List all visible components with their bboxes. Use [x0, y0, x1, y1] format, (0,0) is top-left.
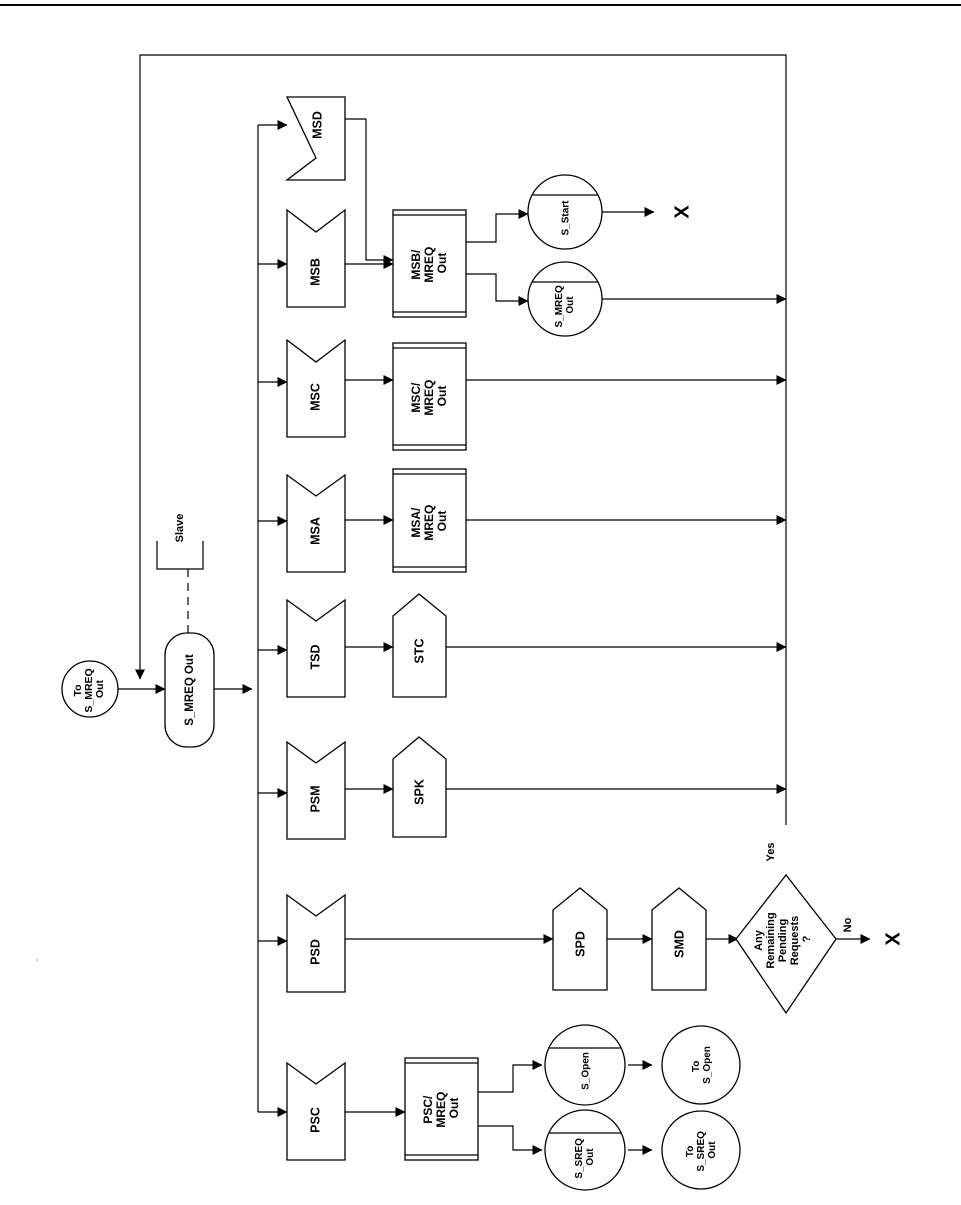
svg-text:To S_SREQ Out: To S_SREQ Out: [685, 1128, 718, 1171]
input-psc: PSC: [286, 1061, 346, 1161]
output-spk: SPK: [392, 736, 447, 838]
input-msa: MSA: [286, 473, 346, 573]
comment-slave: Slave: [156, 514, 204, 570]
state-s-start: S_Start: [527, 174, 603, 250]
start-connector: To S_MREQ Out: [61, 660, 119, 718]
svg-text:STC: STC: [412, 639, 426, 664]
svg-text:Any Remaining Pend: Any Remaining Pending Requests ?: [753, 909, 813, 968]
terminator-x-bottom: X: [882, 932, 904, 946]
output-stc: STC: [392, 593, 447, 698]
decision-no-label: No: [842, 917, 854, 932]
input-msc: MSC: [286, 338, 346, 438]
svg-text:MSA: MSA: [308, 517, 322, 545]
output-spd: SPD: [552, 887, 608, 991]
input-msb: MSB: [286, 208, 346, 308]
svg-text:S_MREQ Out: S_MREQ Out: [184, 654, 196, 726]
svg-text:S_MREQ Out: S_MREQ Out: [554, 282, 576, 327]
state-s-open: S_Open: [544, 1024, 626, 1106]
output-smd: SMD: [651, 887, 707, 991]
connection-lines: [118, 54, 871, 1155]
svg-text:MSC/ MREQ Out: MSC/ MREQ Out: [409, 376, 449, 415]
svg-text:TSD: TSD: [308, 645, 322, 670]
svg-text:S_Open: S_Open: [581, 1052, 592, 1090]
input-psm: PSM: [286, 740, 346, 840]
connector-to-s-sreq-out: To S_SREQ Out: [661, 1110, 741, 1190]
state-s-mreq-out-next: S_MREQ Out: [527, 261, 603, 337]
task-msc-mreq-out: MSC/ MREQ Out: [392, 342, 467, 451]
input-psd: PSD: [286, 893, 346, 993]
task-msb-mreq-out: MSB/ MREQ Out: [392, 209, 467, 318]
svg-text:To S_MREQ Out: To S_MREQ Out: [72, 665, 106, 712]
svg-text:To S_Open: To S_Open: [691, 1046, 713, 1084]
svg-text:PSC: PSC: [308, 1107, 322, 1133]
svg-text:MSD: MSD: [310, 111, 324, 139]
connector-to-s-open: To S_Open: [661, 1025, 741, 1105]
svg-text:S_SREQ Out: S_SREQ Out: [574, 1135, 596, 1178]
state-s-sreq-out: S_SREQ Out: [544, 1109, 626, 1191]
terminator-x-top: X: [671, 205, 693, 219]
svg-text:Slave: Slave: [174, 514, 186, 543]
input-msd: MSD: [285, 96, 346, 181]
svg-text:PSD: PSD: [308, 939, 322, 965]
svg-text:PSC/ MREQ Out: PSC/ MREQ Out: [421, 1088, 461, 1127]
svg-text:SMD: SMD: [672, 930, 686, 958]
task-msa-mreq-out: MSA/ MREQ Out: [392, 468, 467, 573]
svg-text:MSB/ MREQ Out: MSB/ MREQ Out: [409, 243, 449, 282]
svg-text:MSB: MSB: [308, 258, 322, 286]
svg-text:PSM: PSM: [308, 785, 322, 812]
svg-text:SPD: SPD: [573, 931, 587, 957]
svg-text:MSA/ MREQ Out: MSA/ MREQ Out: [409, 501, 449, 540]
input-tsd: TSD: [286, 598, 346, 698]
svg-text:MSC: MSC: [308, 383, 322, 411]
svg-text:SPK: SPK: [412, 779, 426, 805]
decision-any-remaining-pending-requests: Any Remaining Pending Requests ?: [735, 873, 837, 1015]
decision-yes-label: Yes: [765, 843, 777, 862]
task-psc-mreq-out: PSC/ MREQ Out: [404, 1057, 479, 1161]
state-s-mreq-out: S_MREQ Out: [164, 632, 215, 748]
scan-speck: [36, 959, 38, 961]
svg-text:S_Start: S_Start: [561, 200, 572, 236]
